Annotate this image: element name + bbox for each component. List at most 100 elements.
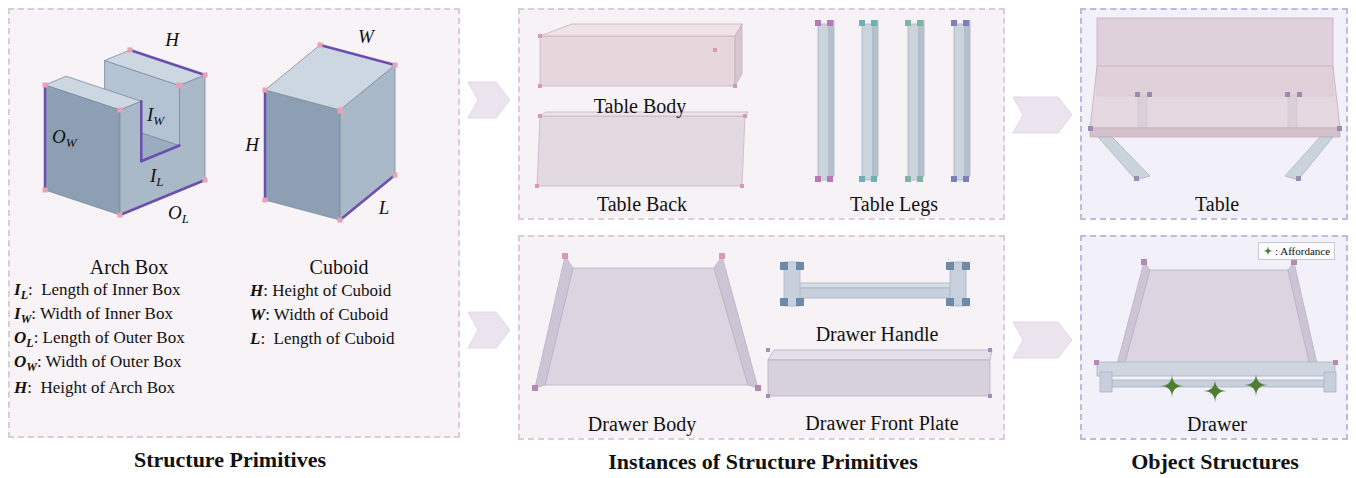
corner-marker bbox=[1337, 126, 1342, 131]
corner-marker bbox=[988, 348, 992, 352]
dimension-subscript: W bbox=[153, 114, 164, 129]
affordance-star bbox=[1244, 373, 1268, 397]
drawer-structure-figure bbox=[1124, 270, 1310, 366]
definition: W: Width of Cuboid bbox=[250, 305, 388, 325]
part-label: Cuboid bbox=[310, 256, 369, 279]
corner-marker bbox=[988, 394, 992, 398]
dimension-line bbox=[265, 45, 395, 220]
dimension-line bbox=[320, 45, 395, 65]
dimension-subscript: L bbox=[156, 175, 163, 190]
drawer-handle-figure bbox=[784, 262, 966, 306]
corner-marker bbox=[128, 48, 133, 53]
definition: OL: Length of Outer Box bbox=[14, 328, 185, 351]
corner-marker bbox=[263, 198, 268, 203]
drawer-structure-figure bbox=[1324, 372, 1336, 392]
corner-marker bbox=[733, 84, 737, 88]
table-back-figure bbox=[537, 116, 745, 186]
dimension-symbol: H bbox=[165, 29, 179, 50]
corner-marker bbox=[743, 114, 747, 118]
corner-marker bbox=[535, 184, 539, 188]
table-body-figure bbox=[540, 24, 742, 36]
table-structure-figure bbox=[1090, 128, 1340, 137]
symbol: L bbox=[250, 329, 260, 348]
corner-marker bbox=[1285, 92, 1290, 97]
dimension-symbol: I bbox=[150, 165, 156, 186]
corner-marker bbox=[393, 63, 398, 68]
definition: H: Height of Cuboid bbox=[250, 281, 391, 301]
legend-symbol bbox=[1263, 246, 1273, 256]
drawer-structure-figure bbox=[1097, 262, 1336, 392]
corner-marker bbox=[263, 88, 268, 93]
table-leg-figure bbox=[818, 20, 970, 180]
corner-marker bbox=[1141, 259, 1147, 265]
corner-marker bbox=[535, 34, 747, 188]
dimension-symbol: L bbox=[379, 197, 390, 218]
corner-marker bbox=[393, 173, 398, 178]
dimension-label: L bbox=[379, 197, 390, 219]
symbol-subscript: L bbox=[26, 337, 33, 351]
corner-marker bbox=[827, 20, 833, 26]
caption-text: Instances of Structure Primitives bbox=[608, 449, 917, 474]
drawer-handle-figure bbox=[792, 283, 962, 288]
definition: H: Height of Arch Box bbox=[14, 378, 175, 398]
part-label: Arch Box bbox=[90, 256, 168, 279]
corner-marker bbox=[946, 262, 954, 270]
corner-marker bbox=[719, 253, 725, 259]
drawer-body-figure bbox=[535, 256, 573, 388]
corner-marker bbox=[1135, 92, 1140, 97]
definition-text: : Height of Arch Box bbox=[27, 378, 175, 397]
corner-marker bbox=[740, 184, 744, 188]
definition: IW: Width of Inner Box bbox=[14, 304, 173, 327]
dimension-label: IW bbox=[147, 104, 164, 129]
corner-marker bbox=[1094, 360, 1099, 365]
corner-marker bbox=[780, 262, 788, 270]
corner-marker bbox=[871, 176, 877, 182]
caption-text: Object Structures bbox=[1131, 449, 1299, 474]
corner-marker bbox=[1297, 92, 1302, 97]
drawer-handle-figure bbox=[792, 288, 958, 298]
part-label: Drawer Body bbox=[588, 413, 696, 436]
corner-marker bbox=[1094, 259, 1338, 365]
part-label: Drawer Handle bbox=[816, 323, 939, 346]
corner-marker bbox=[43, 83, 48, 88]
corner-marker bbox=[1333, 360, 1338, 365]
caption-text: Structure Primitives bbox=[134, 447, 326, 472]
dimension-label: OW bbox=[52, 126, 77, 151]
table-structure-figure bbox=[1098, 137, 1150, 180]
symbol-subscript: W bbox=[21, 313, 32, 327]
dimension-line bbox=[264, 90, 267, 200]
drawer-structure-figure bbox=[1100, 372, 1112, 392]
part-label: Drawer Front Plate bbox=[805, 412, 958, 435]
caption: Structure Primitives bbox=[134, 447, 326, 472]
corner-marker bbox=[1134, 176, 1139, 181]
dimension-symbol: I bbox=[147, 104, 153, 125]
drawer-body-figure bbox=[545, 268, 748, 385]
definition-text: : Height of Cuboid bbox=[263, 281, 391, 300]
corner-marker bbox=[118, 108, 123, 113]
symbol: O bbox=[14, 352, 26, 371]
symbol: H bbox=[250, 281, 263, 300]
corner-marker bbox=[203, 178, 208, 183]
dimension-line bbox=[130, 50, 205, 75]
affordance-star bbox=[1203, 379, 1227, 403]
corner-marker bbox=[1296, 176, 1301, 181]
definition-text: : Length of Inner Box bbox=[28, 280, 181, 299]
affordance-star bbox=[1160, 373, 1268, 403]
dimension-subscript: L bbox=[182, 212, 189, 227]
corner-marker bbox=[538, 114, 542, 118]
corner-marker bbox=[562, 253, 568, 259]
dimension-label: W bbox=[358, 26, 374, 48]
corner-marker bbox=[766, 394, 770, 398]
corner-marker bbox=[815, 20, 969, 182]
definition-text: : Length of Outer Box bbox=[34, 328, 185, 347]
symbol: O bbox=[14, 328, 26, 347]
corner-marker bbox=[815, 176, 821, 182]
arch-box-figure bbox=[105, 50, 206, 86]
drawer-structure-figure bbox=[1097, 362, 1335, 376]
drawer-body-figure bbox=[714, 256, 758, 388]
corner-marker bbox=[917, 20, 923, 26]
corner-marker bbox=[871, 20, 877, 26]
table-leg-figure bbox=[829, 20, 834, 180]
